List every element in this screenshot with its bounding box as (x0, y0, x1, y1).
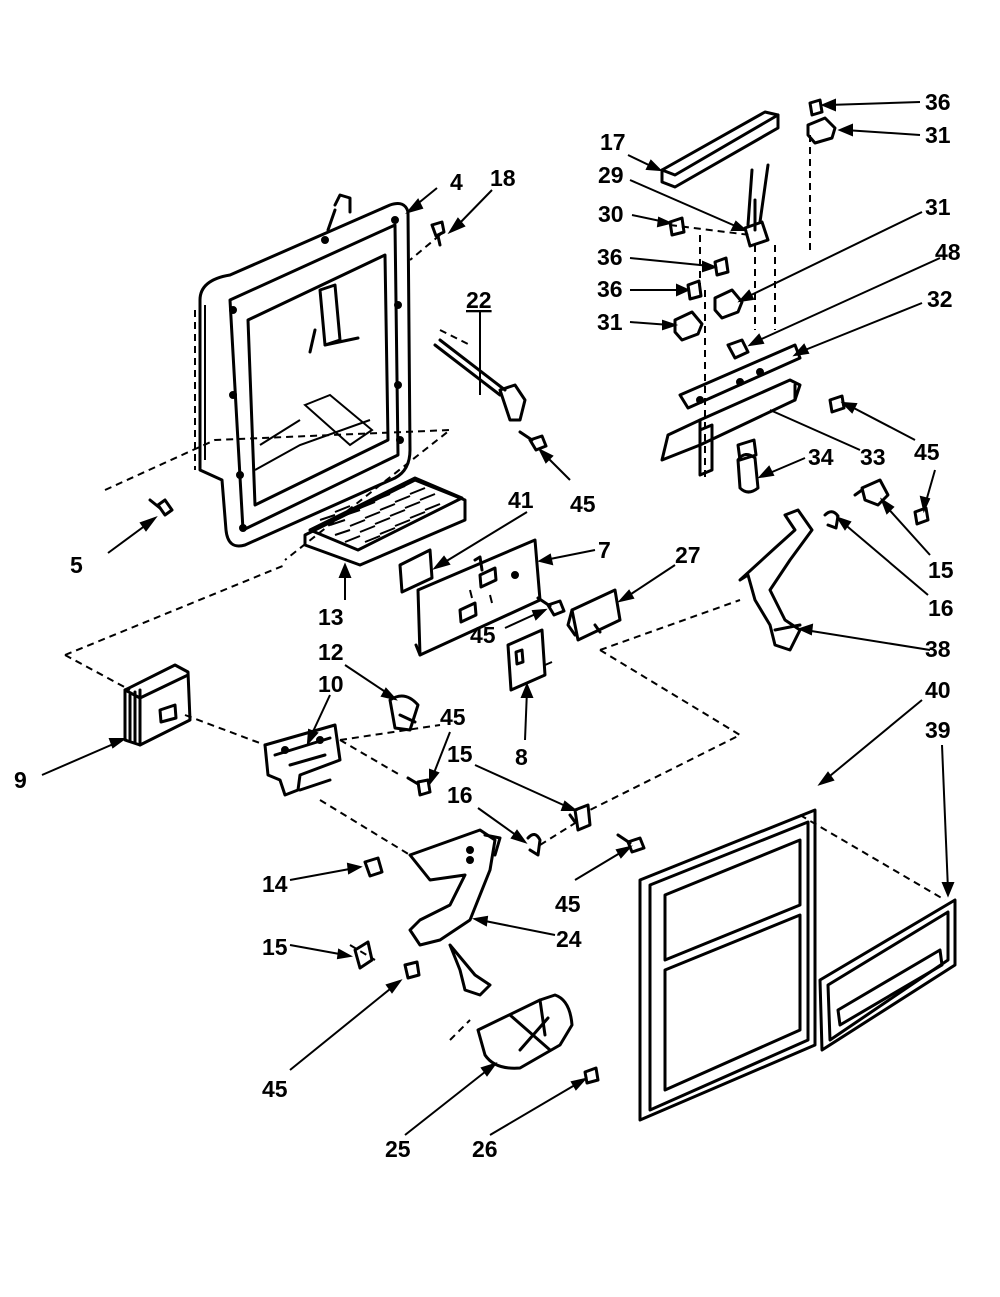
callout-14: 14 (262, 871, 288, 897)
clip-part-31-middle (713, 288, 744, 320)
callout-31-top: 31 (925, 122, 951, 148)
callout-16-center: 16 (447, 782, 473, 808)
callout-36-lower: 36 (597, 276, 623, 302)
callout-45-upper: 45 (570, 491, 596, 517)
callout-15-right: 15 (928, 557, 954, 583)
switch-part-8 (506, 628, 553, 692)
bracket-part-27 (566, 588, 622, 642)
module-part-9 (123, 663, 192, 747)
callout-17: 17 (600, 129, 626, 155)
panel-part-39 (818, 898, 957, 1052)
door-panel-part-40 (638, 808, 817, 1122)
channel-part-32 (660, 343, 802, 477)
callout-34: 34 (808, 444, 834, 470)
callout-25: 25 (385, 1136, 411, 1162)
bushing-part-15-lower (353, 940, 374, 970)
screw-part-36-middle (713, 256, 730, 277)
callout-8: 8 (515, 744, 528, 770)
grille-part-13 (303, 476, 467, 567)
callout-41: 41 (508, 487, 534, 513)
callout-12: 12 (318, 639, 344, 665)
callout-13: 13 (318, 604, 344, 630)
callout-36-middle: 36 (597, 244, 623, 270)
callout-labels: 4 18 22 5 13 41 45 7 27 45 8 12 10 9 45 … (14, 89, 961, 1162)
screw-part-30 (668, 216, 686, 237)
callout-40: 40 (925, 677, 951, 703)
clip-part-12 (388, 694, 420, 732)
callout-4: 4 (450, 169, 463, 195)
lever-part-22 (433, 338, 527, 422)
callout-45-left: 45 (440, 704, 466, 730)
clip-part-31-lower (673, 310, 704, 342)
bar-part-17 (660, 110, 780, 189)
screw-part-33 (828, 394, 846, 414)
callout-31-middle: 31 (925, 194, 951, 220)
screw-part-18 (430, 220, 446, 247)
callout-15-center: 15 (447, 741, 473, 767)
screw-part-36-lower (686, 279, 703, 301)
callout-39: 39 (925, 717, 951, 743)
callout-16-right: 16 (928, 595, 954, 621)
callout-48: 48 (935, 239, 961, 265)
screw-part-45-right (616, 833, 646, 854)
dispenser-frame-part-4 (198, 193, 412, 548)
callout-38: 38 (925, 636, 951, 662)
switch-part-29 (743, 163, 770, 248)
screw-part-45-lower (403, 960, 421, 980)
callout-33: 33 (860, 444, 886, 470)
callout-29: 29 (598, 162, 624, 188)
actuator-part-24 (408, 828, 502, 997)
clip-part-48 (726, 338, 750, 360)
callout-22: 22 (466, 287, 492, 313)
callout-31-lower: 31 (597, 309, 623, 335)
knob-part-34 (736, 438, 760, 494)
spring-part-16-right (823, 510, 840, 530)
screw-part-45-left (406, 776, 432, 797)
callout-45-right: 45 (555, 891, 581, 917)
screw-part-14 (363, 856, 384, 878)
bushing-part-15-center (568, 803, 592, 832)
callout-15-lower: 15 (262, 934, 288, 960)
screw-part-26 (583, 1066, 600, 1085)
callout-27: 27 (675, 542, 701, 568)
callout-9: 9 (14, 767, 27, 793)
callout-36-top: 36 (925, 89, 951, 115)
screw-part-5 (148, 498, 174, 517)
callout-45-middle: 45 (470, 622, 496, 648)
callout-45-far-right: 45 (914, 439, 940, 465)
callout-45-lower: 45 (262, 1076, 288, 1102)
arm-part-38 (738, 508, 814, 652)
callout-7: 7 (598, 537, 611, 563)
bucket-part-25 (476, 993, 574, 1070)
spring-part-16-center (526, 833, 542, 857)
leader-lines (41, 98, 955, 1136)
label-part-41 (398, 548, 434, 594)
screw-part-45-middle (536, 596, 566, 617)
callout-32: 32 (927, 286, 953, 312)
bracket-part-10 (263, 723, 342, 797)
screw-part-45-upper (518, 430, 548, 452)
callout-26: 26 (472, 1136, 498, 1162)
screw-part-36-top (808, 98, 824, 117)
callout-24: 24 (556, 926, 582, 952)
callout-5: 5 (70, 552, 83, 578)
callout-30: 30 (598, 201, 624, 227)
callout-18: 18 (490, 165, 516, 191)
callout-10: 10 (318, 671, 344, 697)
guide-lines (64, 135, 946, 1041)
screw-part-45-far-right (913, 506, 930, 526)
clip-part-31-top (806, 116, 837, 145)
